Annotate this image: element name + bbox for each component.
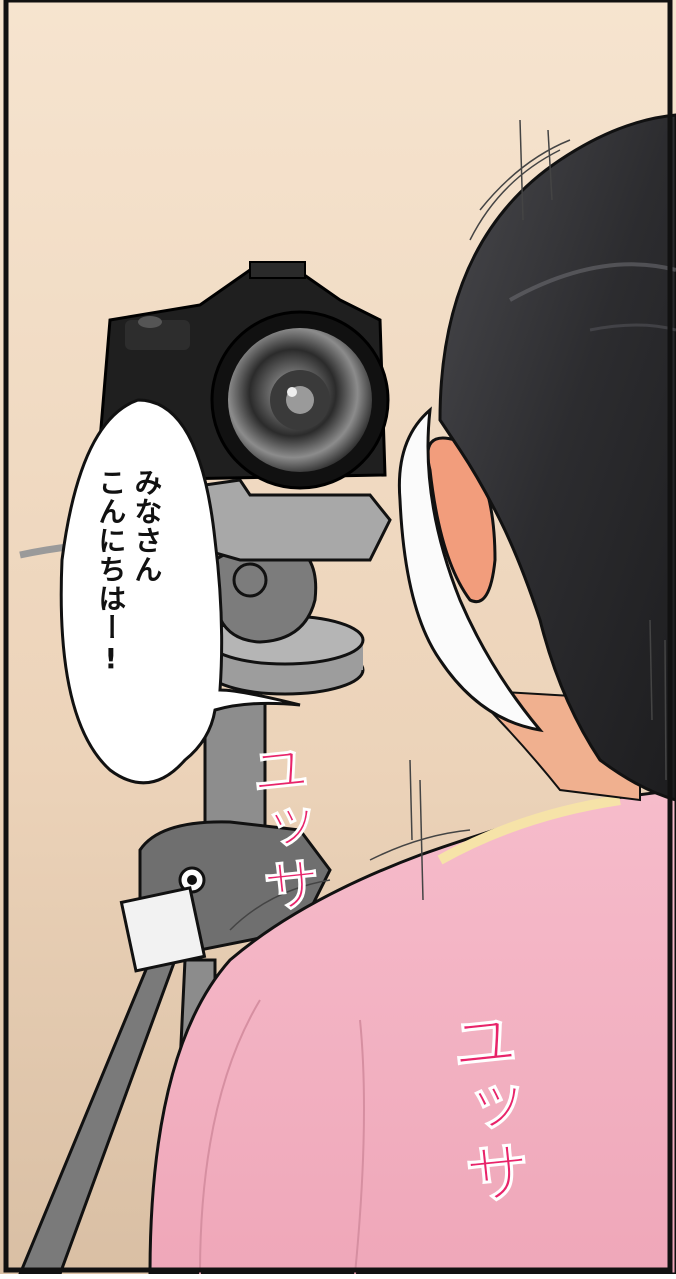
motion-lines (229, 119, 667, 931)
speech-line-2: こんにちはー! (94, 468, 128, 676)
speech-line-1: みなさん (130, 468, 164, 584)
hair (438, 113, 676, 802)
speech-bubble-icon (59, 398, 301, 785)
sound-effect-2: ユッサ (436, 1004, 535, 1210)
sound-effect-1: ユッサ (238, 736, 325, 918)
white-cloth (397, 406, 544, 733)
panel-border (3, 0, 673, 1273)
